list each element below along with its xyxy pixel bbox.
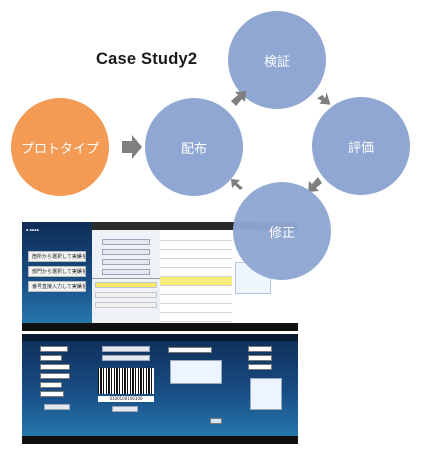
barcode-image [98,368,154,394]
arrow-evaluate-to-fix [308,177,322,192]
arrow-prototype-to-deploy [122,135,142,159]
circle-prototype-label: プロトタイプ [20,141,99,157]
nav-bar [22,323,92,331]
barcode-number: 0100100100100 [98,396,154,402]
circle-deploy: 配布 [145,98,243,196]
circle-verify: 検証 [228,11,326,109]
case-study-title: Case Study2 [96,50,198,68]
nav-bar [92,323,160,331]
screenshot-barcode-scan: 0100100100100 [92,334,160,444]
arrow-fix-to-deploy [231,179,243,190]
nav-bar [22,436,92,444]
nav-bar [160,436,232,444]
menu-button-1[interactable]: 箇所から選択して実績を登録> [28,251,86,262]
arrow-verify-to-evaluate [317,92,331,105]
nav-bar [232,436,298,444]
screenshot-category-list [92,222,160,331]
nav-bar [92,436,160,444]
circle-prototype: プロトタイプ [11,98,109,196]
circle-fix: 修正 [233,182,331,280]
menu-button-2[interactable]: 部門から選択して実績を登録> [28,266,86,277]
screenshot-result-form [160,334,232,444]
screenshot-detail-form [232,334,298,444]
circle-verify-label: 検証 [263,54,290,70]
screenshot-entry-form [22,334,92,444]
circle-deploy-label: 配布 [180,141,207,157]
nav-bar [160,323,232,331]
screenshot-item-table [160,222,232,331]
circle-fix-label: 修正 [268,225,295,241]
circle-evaluate-label: 評価 [347,140,374,156]
menu-header: ▪ ▪▪▪▪ [26,228,39,232]
nav-bar [232,323,298,331]
menu-button-3[interactable]: 番号直接入力して実績を登録> [28,281,86,292]
screenshot-menu: ▪ ▪▪▪▪ 箇所から選択して実績を登録> 部門から選択して実績を登録> 番号直… [22,222,92,331]
circle-evaluate: 評価 [312,97,410,195]
